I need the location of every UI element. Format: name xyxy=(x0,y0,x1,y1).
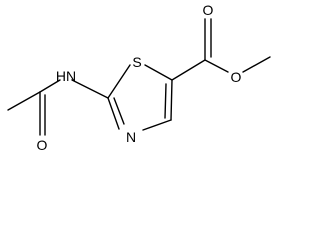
bond-n3-c2-2 xyxy=(113,97,125,125)
bonds xyxy=(7,18,271,136)
bond-c5-c-ester xyxy=(171,59,206,81)
atom-label-o-ester: O xyxy=(231,69,242,85)
atom-label-n: N xyxy=(126,129,136,145)
bond-c5-c4-1 xyxy=(170,79,173,121)
atom-label-o-acetyl: O xyxy=(37,137,48,153)
atom-label-s: S xyxy=(132,54,141,70)
bond-c-o-single xyxy=(204,59,229,73)
bond-ch3-c-acetyl xyxy=(7,91,41,111)
atom-label-nh: HN xyxy=(56,68,76,84)
bond-c4-n3 xyxy=(142,119,172,131)
atom-label-o-carbonyl: O xyxy=(203,2,214,18)
bond-o-ch3 xyxy=(242,56,271,73)
bond-s1-c5 xyxy=(144,64,173,81)
atom-labels: HN S N O O O xyxy=(37,2,242,153)
bond-nh-c2 xyxy=(71,79,109,99)
bond-c5-c4-2 xyxy=(164,83,167,119)
chemical-structure: HN S N O O O xyxy=(7,2,271,153)
bond-c2-s1 xyxy=(107,64,131,99)
bond-n3-c2-1 xyxy=(107,97,120,130)
bond-c-nh xyxy=(39,79,61,93)
